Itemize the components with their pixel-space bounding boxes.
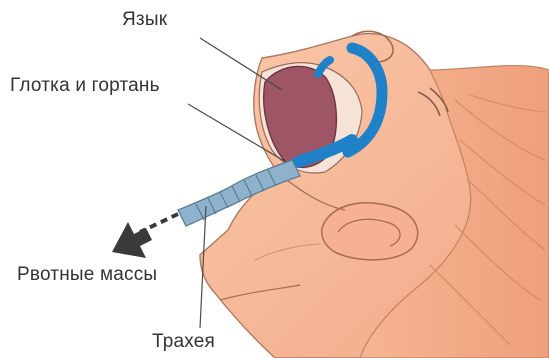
arrow-left-down-icon bbox=[112, 222, 152, 258]
label-trachea: Трахея bbox=[152, 331, 215, 353]
ear bbox=[322, 203, 418, 260]
label-pharynx-larynx: Глотка и гортань bbox=[10, 75, 160, 97]
label-tongue: Язык bbox=[122, 9, 167, 31]
label-vomit: Рвотные массы bbox=[17, 264, 157, 286]
